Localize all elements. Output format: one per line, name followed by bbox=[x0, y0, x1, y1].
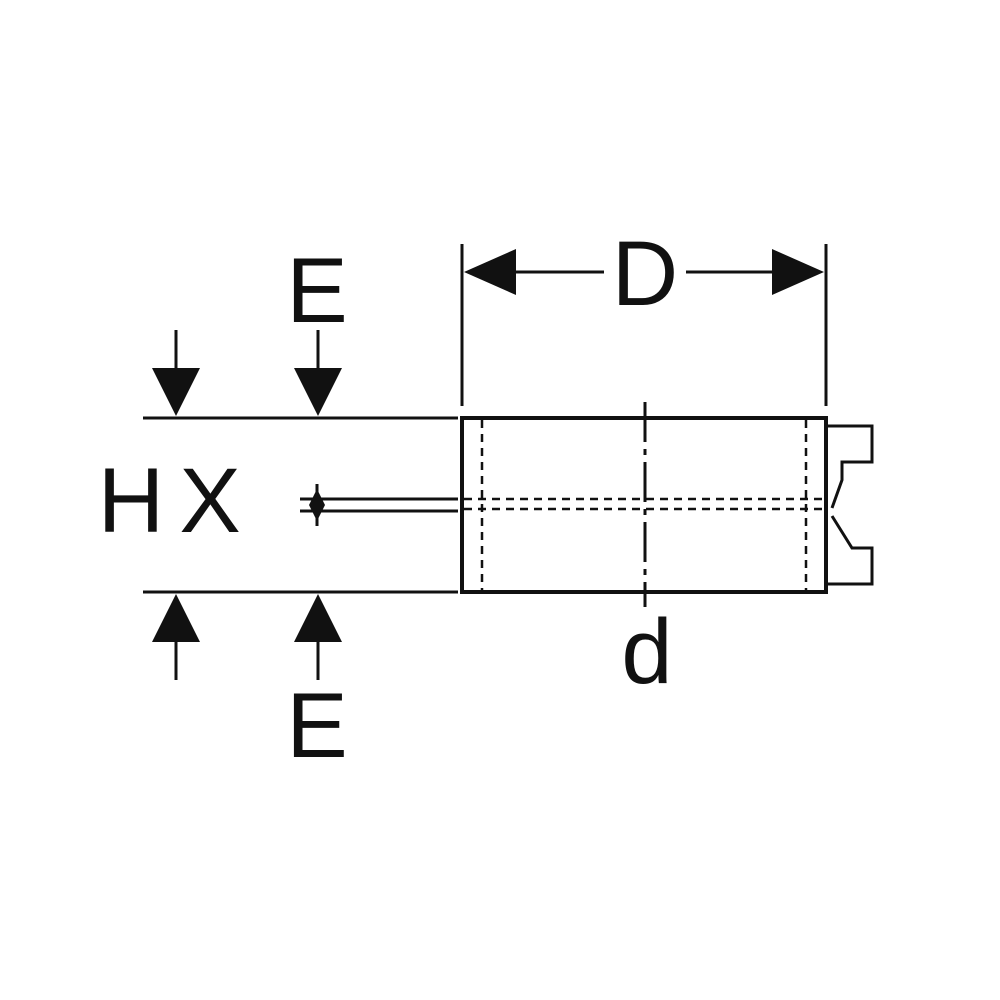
e-top-arrowhead bbox=[294, 368, 342, 416]
dimension-E bbox=[294, 330, 342, 680]
label-E-bottom: E bbox=[286, 675, 347, 777]
label-X: X bbox=[179, 450, 240, 552]
e-bottom-arrowhead bbox=[294, 594, 342, 642]
body-outline bbox=[460, 416, 828, 594]
label-H: H bbox=[98, 450, 164, 552]
label-D: D bbox=[612, 223, 678, 325]
dimension-D bbox=[460, 244, 828, 406]
label-d: d bbox=[621, 601, 672, 703]
section-marker bbox=[300, 484, 458, 526]
h-top-arrowhead bbox=[152, 368, 200, 416]
pipe-body bbox=[460, 402, 828, 607]
marker-diamond bbox=[309, 489, 325, 521]
dimension-H bbox=[152, 330, 200, 680]
h-bottom-arrowhead bbox=[152, 594, 200, 642]
arrowhead-right bbox=[772, 249, 824, 295]
fitting-top-tab bbox=[826, 424, 874, 509]
fitting-bottom-tab bbox=[826, 515, 874, 586]
label-E-top: E bbox=[286, 240, 347, 342]
end-fitting bbox=[826, 424, 874, 586]
arrowhead-left bbox=[464, 249, 516, 295]
